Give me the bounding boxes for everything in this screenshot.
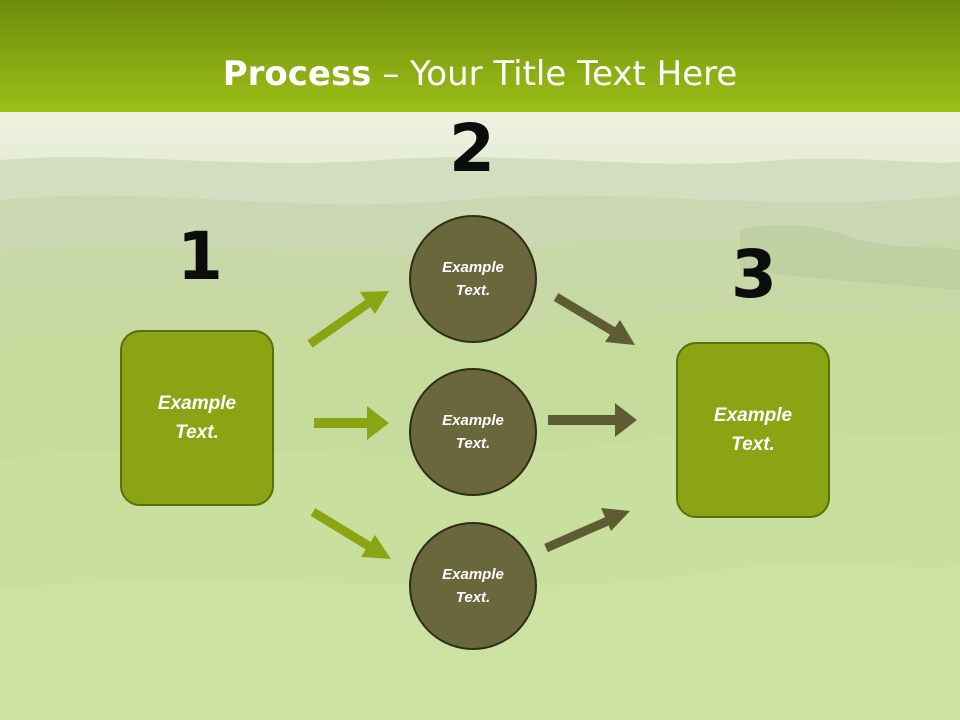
title-rest: – Your Title Text Here (371, 54, 738, 94)
step-circle-top-text: Example Text. (442, 259, 504, 299)
arrow-1-to-bottom (310, 508, 391, 559)
step-circle-bottom-text: Example Text. (442, 566, 504, 606)
step-circle-middle: Example Text. (409, 368, 537, 496)
step-number-1: 1 (177, 218, 223, 295)
arrow-top-to-3 (553, 293, 635, 345)
slide-title: Process – Your Title Text Here (0, 52, 960, 96)
step-box-3-text: Example Text. (713, 405, 793, 455)
step-number-2: 2 (449, 110, 495, 187)
arrow-1-to-top (307, 291, 389, 348)
step-circle-bottom: Example Text. (409, 522, 537, 650)
arrow-bottom-to-3 (544, 508, 630, 553)
step-number-3: 3 (731, 236, 777, 313)
step-box-3: Example Text. (676, 342, 830, 518)
title-banner (0, 0, 960, 112)
title-bold: Process (222, 54, 372, 94)
step-circle-top: Example Text. (409, 215, 537, 343)
arrow-1-to-middle (314, 406, 389, 440)
arrow-middle-to-3 (548, 403, 637, 437)
step-box-1-text: Example Text. (157, 393, 237, 443)
step-box-1: Example Text. (120, 330, 274, 506)
step-circle-middle-text: Example Text. (442, 412, 504, 452)
banner-fade (0, 112, 960, 152)
